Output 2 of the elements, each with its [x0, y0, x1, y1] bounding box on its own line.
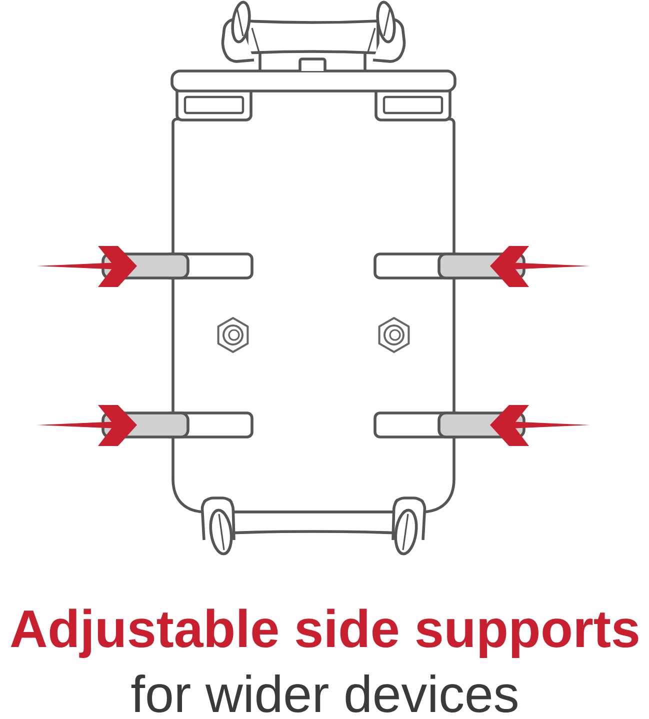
headline: Adjustable side supports — [10, 608, 638, 658]
subheadline: for wider devices — [131, 674, 518, 712]
